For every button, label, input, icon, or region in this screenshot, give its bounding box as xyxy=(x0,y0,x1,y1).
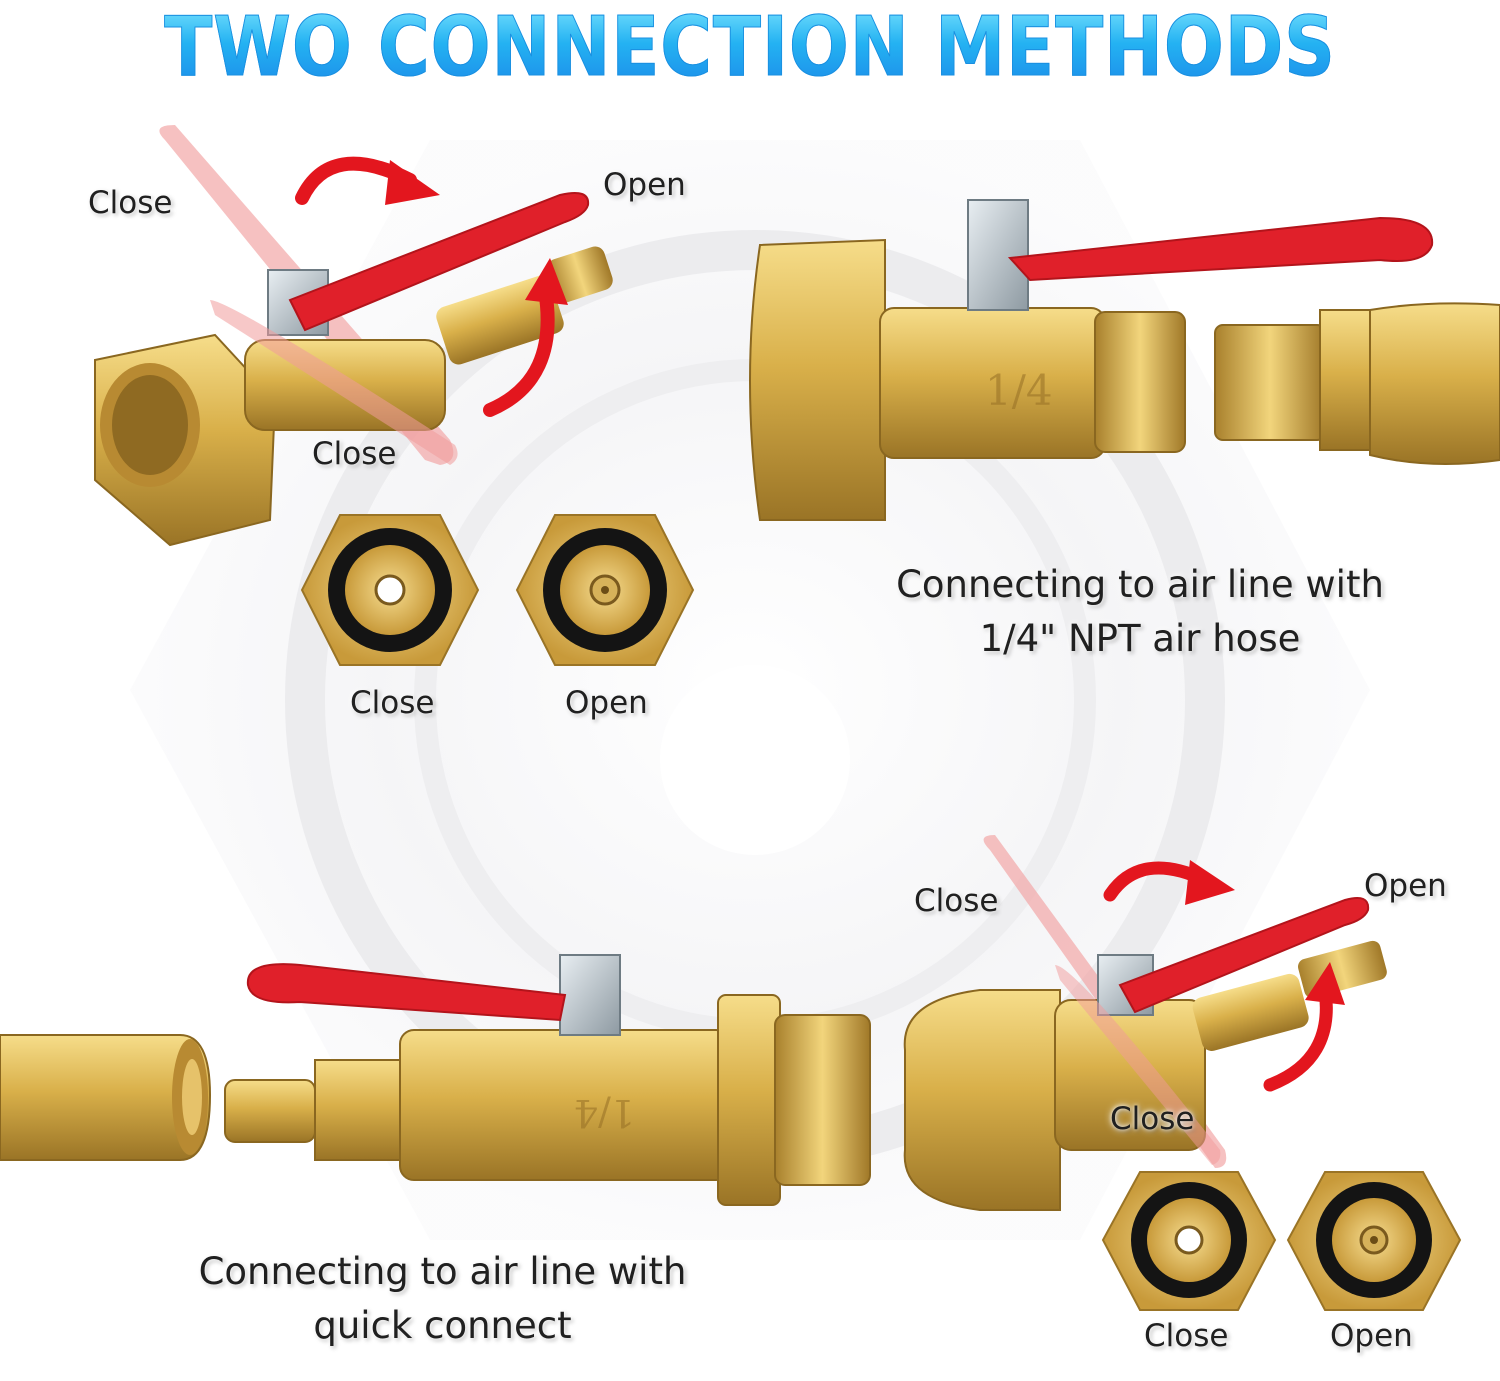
svg-text:1/4: 1/4 xyxy=(574,1091,635,1135)
label-face-bottom-close: Close xyxy=(1144,1318,1229,1354)
caption-npt-line1: Connecting to air line with xyxy=(896,563,1384,606)
label-face-bottom-open: Open xyxy=(1330,1318,1413,1354)
label-face-top-close: Close xyxy=(350,685,435,721)
label-bottom-right-open: Open xyxy=(1364,868,1447,904)
caption-quick-line1: Connecting to air line with xyxy=(198,1250,687,1293)
caption-npt-line2: 1/4" NPT air hose xyxy=(979,617,1301,660)
label-top-left-close-lower: Close xyxy=(312,436,397,472)
bottom-left-valve: 1/4 xyxy=(0,954,871,1206)
caption-quick-connect: Connecting to air line with quick connec… xyxy=(180,1245,705,1353)
label-bottom-right-close-lower: Close xyxy=(1110,1101,1195,1137)
label-face-top-open: Open xyxy=(565,685,648,721)
bottom-right-valve xyxy=(903,835,1387,1211)
svg-text:1/4: 1/4 xyxy=(985,366,1053,415)
caption-quick-line2: quick connect xyxy=(313,1304,572,1347)
label-top-left-close: Close xyxy=(88,185,173,221)
top-left-valve xyxy=(94,125,613,547)
page-title: TWO CONNECTION METHODS xyxy=(105,0,1395,96)
top-right-valve: 1/4 xyxy=(749,199,1500,521)
caption-npt: Connecting to air line with 1/4" NPT air… xyxy=(880,558,1400,666)
top-face-views xyxy=(300,514,695,666)
label-top-left-open: Open xyxy=(603,167,686,203)
label-bottom-right-close: Close xyxy=(914,883,999,919)
bottom-face-views xyxy=(1101,1171,1462,1311)
